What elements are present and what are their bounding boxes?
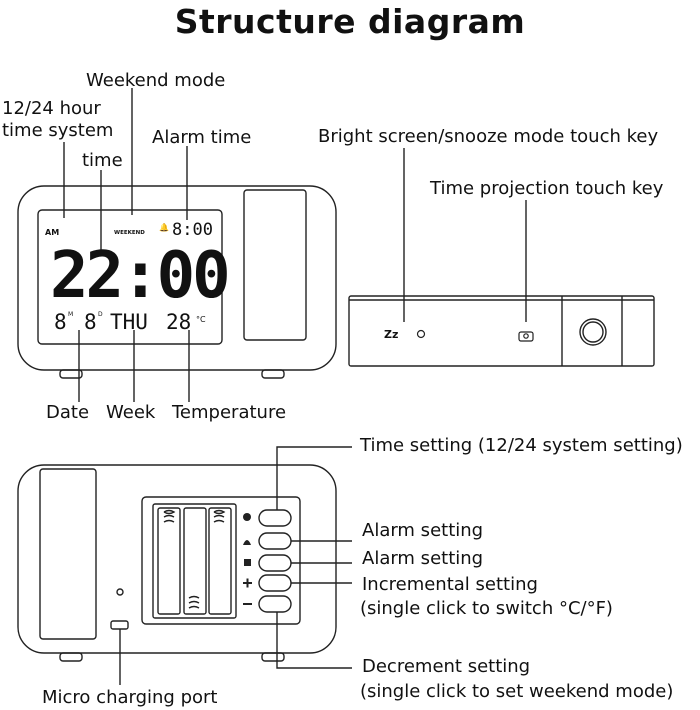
label-time-setting: Time setting (12/24 system setting) — [360, 435, 683, 456]
lcd-alarm-time: 8:00 — [172, 220, 213, 240]
leader-time-setting — [276, 446, 352, 510]
label-alarm-setting-2: Alarm setting — [362, 548, 484, 569]
battery-slot-2 — [183, 507, 207, 615]
label-time: time — [82, 150, 123, 171]
projector-lens — [579, 318, 607, 346]
battery-slot-1 — [157, 507, 181, 615]
lcd-temperature: 28 — [166, 310, 192, 334]
label-date: Date — [46, 402, 90, 423]
label-decrement-2: (single click to set weekend mode) — [360, 681, 674, 702]
projector-panel — [243, 189, 307, 341]
bulb-icon — [416, 329, 426, 339]
lcd-bell-icon: 🔔 — [159, 223, 169, 232]
page-title: Structure diagram — [174, 2, 526, 41]
label-charging-port: Micro charging port — [42, 687, 218, 708]
spring-icon — [163, 509, 176, 523]
alarm-setting-button-2 — [258, 554, 292, 572]
increment-button — [258, 574, 292, 592]
lcd-screen — [37, 209, 223, 345]
lcd-weekend: WEEKEND — [114, 230, 145, 236]
micro-usb-port — [110, 620, 129, 630]
top-view-body — [348, 295, 655, 367]
bell-icon — [243, 540, 251, 545]
snooze-key-label: Zz — [384, 328, 399, 341]
label-alarm-setting-1: Alarm setting — [362, 520, 484, 541]
label-decrement-1: Decrement setting — [362, 656, 531, 677]
leader-decrement — [276, 612, 352, 669]
lcd-temp-unit: °C — [196, 315, 206, 324]
label-bright-snooze: Bright screen/snooze mode touch key — [318, 126, 659, 147]
spring-icon — [188, 595, 200, 609]
label-alarm-time: Alarm time — [152, 127, 252, 148]
alarm-setting-button-1 — [258, 532, 292, 550]
lcd-main-time: 22:00 — [50, 239, 231, 313]
time-setting-button — [258, 509, 292, 527]
lcd-month-unit: M — [68, 311, 74, 318]
label-time-projection: Time projection touch key — [430, 178, 664, 199]
label-incremental-2: (single click to switch °C/°F) — [360, 598, 613, 619]
snooze-icon — [244, 559, 251, 566]
label-week: Week — [106, 402, 156, 423]
foot-right — [261, 369, 285, 379]
foot-left — [59, 369, 83, 379]
battery-compartment — [141, 496, 301, 625]
label-hour-system-2: time system — [2, 120, 114, 141]
battery-slot-3 — [208, 507, 232, 615]
label-weekend-mode: Weekend mode — [86, 70, 226, 91]
label-hour-system-1: 12/24 hour — [2, 98, 101, 119]
label-temperature: Temperature — [172, 402, 287, 423]
lcd-day-unit: D — [98, 311, 103, 318]
lcd-am: AM — [45, 228, 60, 237]
reset-hole — [116, 588, 124, 596]
back-clock-body — [17, 464, 337, 662]
front-clock-body — [17, 185, 337, 379]
decrement-button — [258, 595, 292, 613]
lcd-month: 8 — [54, 310, 67, 334]
label-incremental-1: Incremental setting — [362, 574, 538, 595]
projection-icon — [518, 331, 534, 342]
lcd-day: 8 — [84, 310, 97, 334]
lcd-week: THU — [110, 310, 148, 334]
spring-icon — [213, 509, 226, 523]
clock-icon — [243, 513, 251, 521]
minus-icon — [243, 603, 252, 605]
back-projector-panel — [39, 468, 97, 640]
